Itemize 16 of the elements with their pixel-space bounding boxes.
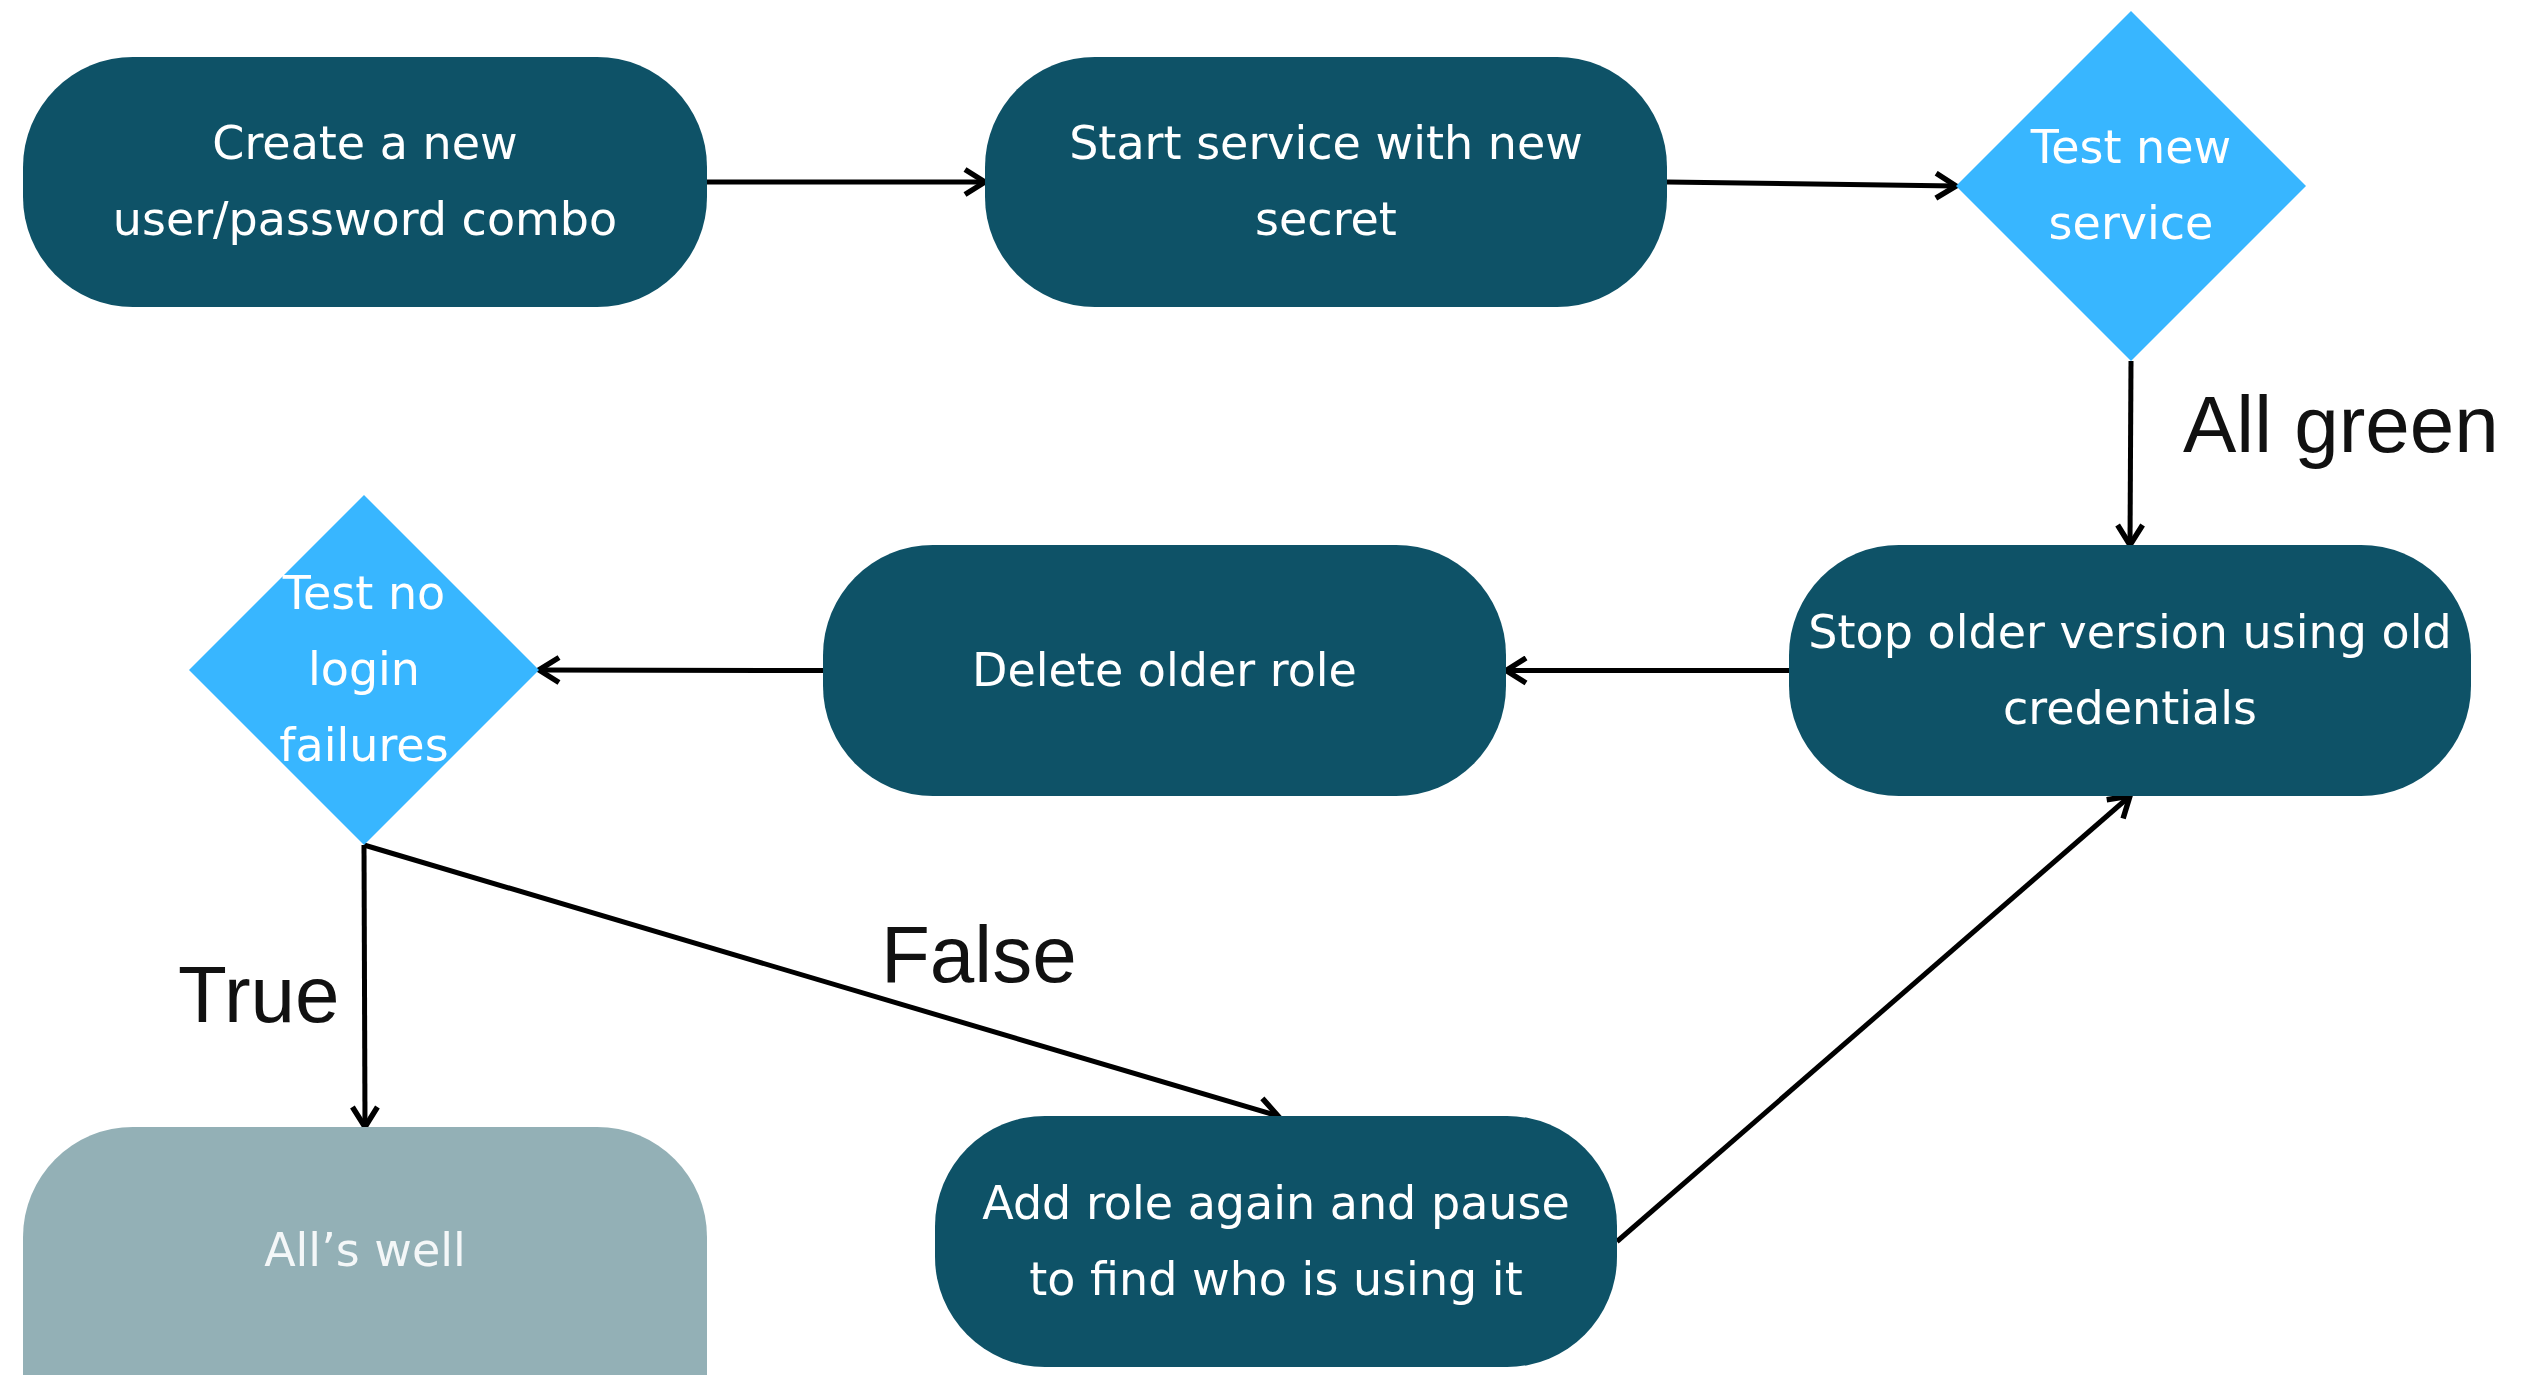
terminal-box bbox=[23, 1127, 707, 1375]
node-text: Add role again and pause to find who is using it bbox=[981, 1174, 1571, 1308]
node-text: Start service with new secret bbox=[1068, 115, 1584, 248]
arrow bbox=[349, 845, 381, 1130]
arrow bbox=[1615, 793, 2133, 1244]
arrow bbox=[1666, 170, 1959, 201]
node-text: Delete older role bbox=[972, 641, 1357, 699]
node-text: Stop older version using old credentials bbox=[1807, 603, 2453, 737]
node-text: Test new service bbox=[2029, 119, 2233, 252]
node-text: Create a new user/password combo bbox=[111, 115, 619, 248]
decision-diamond bbox=[1956, 11, 2306, 361]
arrow bbox=[536, 654, 823, 686]
decision-diamond bbox=[189, 495, 539, 845]
node-text: Test no login failures bbox=[278, 565, 450, 774]
node-text: All’s well bbox=[264, 1222, 466, 1280]
arrow bbox=[2114, 361, 2146, 548]
